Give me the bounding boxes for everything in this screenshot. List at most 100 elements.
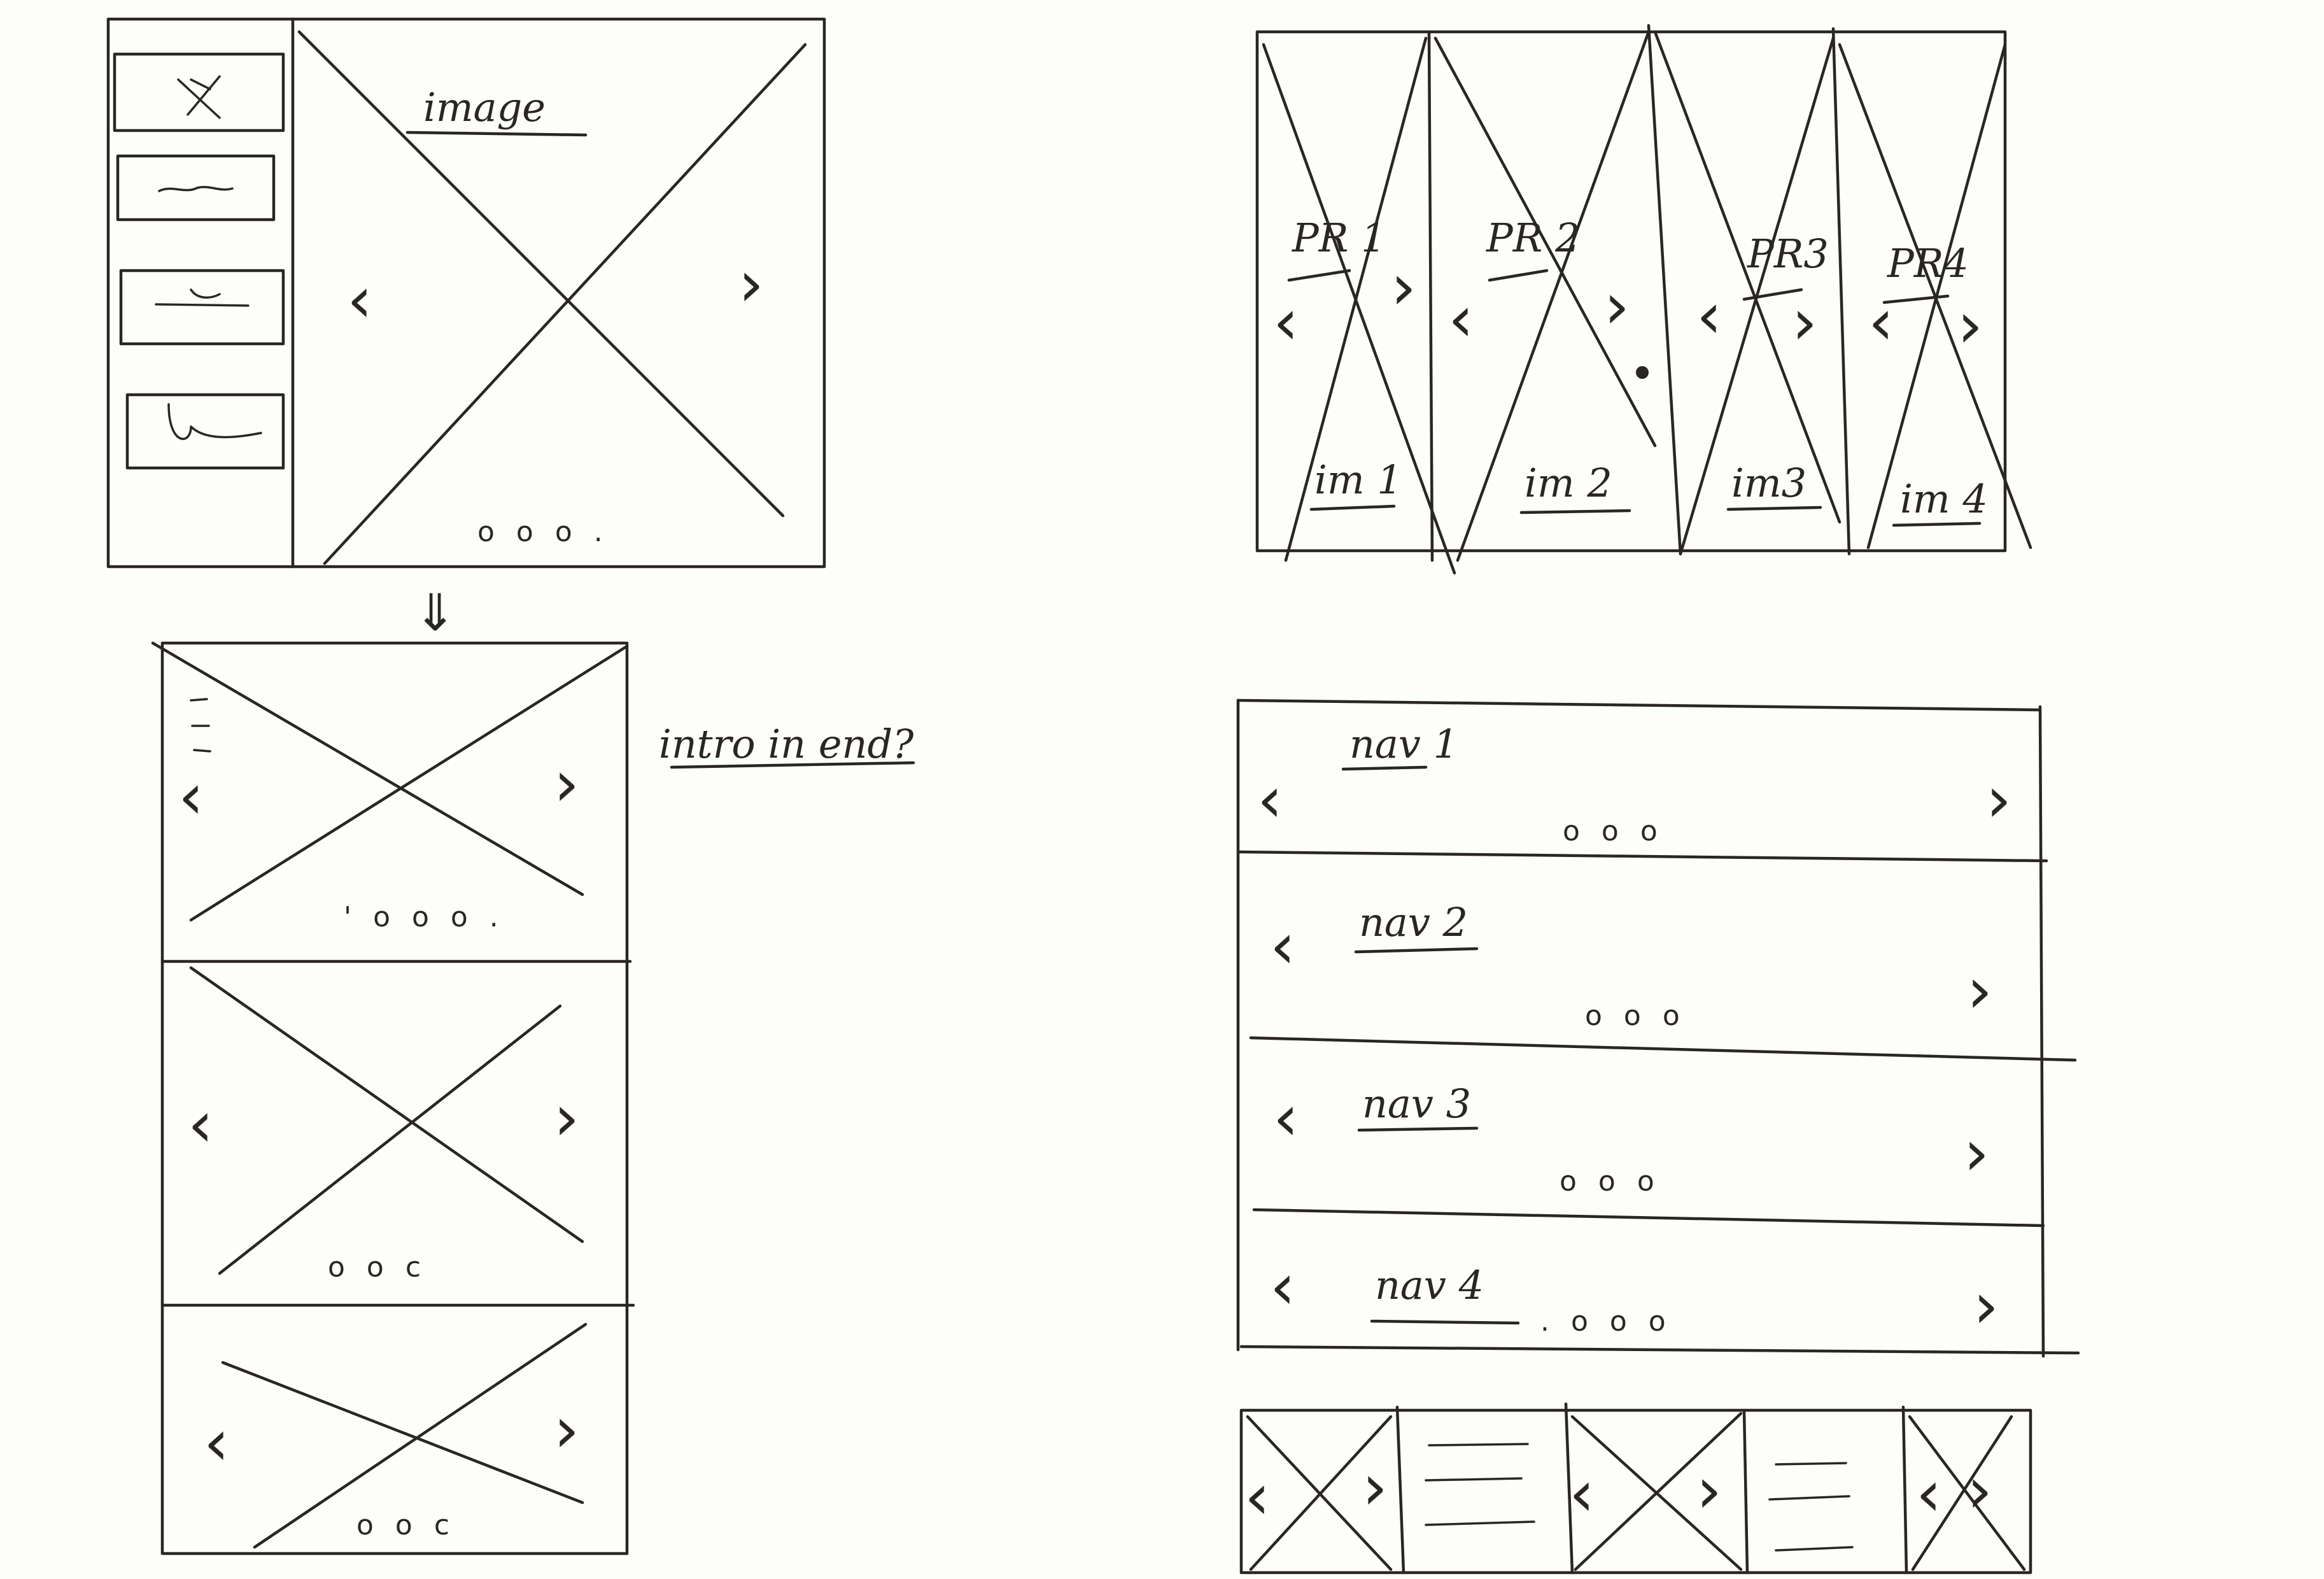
strip-image-2-next-arrow[interactable]: ›: [1696, 1453, 1722, 1527]
nav-row-4-prev-arrow[interactable]: ‹: [1270, 1249, 1295, 1324]
nav-row-2-underline: [1354, 947, 1479, 954]
slide-3-next-arrow[interactable]: ›: [554, 1392, 579, 1467]
nav-row-line-1: [1236, 850, 2048, 863]
panel-4-next-arrow[interactable]: ›: [1957, 288, 1983, 362]
strip-image-3-next-arrow[interactable]: ›: [1967, 1453, 1992, 1527]
slide-2-dots[interactable]: o o c: [328, 1251, 427, 1284]
panel-2-cross-2: [1456, 30, 1651, 562]
image-prev-arrow[interactable]: ‹: [347, 262, 372, 337]
strip-image-1[interactable]: ‹ ›: [1244, 1415, 1393, 1571]
wireframe-b: ‹ › ' o o o . ‹ › o o c ‹ › o o c: [151, 641, 635, 1555]
panel-1-cross-2: [1284, 36, 1428, 562]
nav-row-line-0: [1236, 698, 2042, 712]
wireframe-e: ‹ › ‹ › ‹ ›: [1239, 1402, 2032, 1575]
panel-3-title: PR3: [1747, 230, 1829, 277]
panel-1-prev-arrow[interactable]: ‹: [1273, 285, 1299, 359]
wireframe-c: PR 1 ‹ › im 1 PR 2 ‹ › im 2 PR3 ‹ › im3: [1255, 24, 2032, 575]
nav-row-1-next-arrow[interactable]: ›: [1986, 762, 2011, 837]
nav-row-4-label: nav 4: [1375, 1262, 1484, 1308]
panel-2-prev-arrow[interactable]: ‹: [1448, 281, 1474, 356]
image-label: image: [423, 84, 546, 131]
strip-image-2-prev-arrow[interactable]: ‹: [1569, 1456, 1595, 1531]
product-panel-4[interactable]: PR4 ‹ › im 4: [1838, 43, 2032, 549]
strip-divider-1: [1395, 1405, 1405, 1575]
nav-row-1-underline: [1341, 765, 1428, 771]
nav-row-2-label: nav 2: [1359, 899, 1468, 945]
nav-row-1-label: nav 1: [1349, 721, 1458, 767]
wireframe-b-frame: [160, 641, 629, 1555]
nav-row-1-dots[interactable]: o o o: [1563, 815, 1664, 847]
hamburger-icon[interactable]: [190, 698, 211, 753]
sidebar-thumb-3[interactable]: [119, 269, 285, 346]
wireframe-e-frame: [1239, 1408, 2032, 1575]
nav-row-line-4: [1239, 1345, 2080, 1355]
panel-1-next-arrow[interactable]: ›: [1391, 250, 1416, 324]
nav-row-4[interactable]: nav 4 ‹ › . o o o: [1270, 1249, 1999, 1343]
strip-divider-2: [1564, 1402, 1574, 1575]
product-panel-1[interactable]: PR 1 ‹ › im 1: [1262, 36, 1456, 575]
strip-image-1-prev-arrow[interactable]: ‹: [1244, 1459, 1270, 1534]
mobile-slide-3: ‹ › o o c: [204, 1322, 588, 1549]
slide-2-prev-arrow[interactable]: ‹: [188, 1087, 213, 1161]
panel-2-cross-1: [1433, 36, 1657, 448]
panel-2-caption: im 2: [1525, 460, 1612, 506]
nav-row-4-dots[interactable]: . o o o: [1540, 1305, 1672, 1338]
image-next-arrow[interactable]: ›: [738, 246, 764, 321]
strip-image-3-cross-2: [1911, 1415, 2013, 1571]
nav-row-3-label: nav 3: [1362, 1080, 1471, 1127]
panel-3-title-underline: [1742, 288, 1803, 301]
slide-2-next-arrow[interactable]: ›: [554, 1080, 579, 1155]
panel-4-prev-arrow[interactable]: ‹: [1868, 285, 1894, 359]
ink-blot: [1636, 366, 1649, 379]
nav-row-4-underline: [1370, 1319, 1520, 1325]
slide-1-next-arrow[interactable]: ›: [554, 746, 579, 821]
sidebar-thumb-2[interactable]: [116, 154, 276, 222]
product-panel-2[interactable]: PR 2 ‹ › im 2: [1433, 30, 1657, 562]
strip-image-1-next-arrow[interactable]: ›: [1362, 1450, 1388, 1524]
slide-1-prev-arrow[interactable]: ‹: [178, 759, 204, 833]
nav-row-3-prev-arrow[interactable]: ‹: [1273, 1080, 1299, 1155]
panel-4-title-underline: [1882, 294, 1950, 304]
panel-3-prev-arrow[interactable]: ‹: [1696, 278, 1722, 353]
nav-row-2-dots[interactable]: o o o: [1585, 1000, 1686, 1032]
slide-1-dots[interactable]: ' o o o .: [344, 901, 505, 933]
panel-1-caption: im 1: [1314, 457, 1402, 503]
panel-1-title-underline: [1287, 269, 1351, 282]
nav-row-2-prev-arrow[interactable]: ‹: [1270, 909, 1295, 983]
slide-3-dots[interactable]: o o c: [356, 1509, 456, 1541]
panel-2-next-arrow[interactable]: ›: [1604, 269, 1630, 343]
image-cross-1: [297, 30, 785, 518]
slide-2-cross-1: [189, 966, 584, 1243]
sidebar-thumb-2-sketch: [158, 186, 234, 192]
mobile-slide-2: ‹ › o o c: [188, 966, 584, 1284]
panel-2-caption-underline: [1519, 509, 1631, 514]
strip-text-2-lines: [1768, 1462, 1854, 1552]
strip-image-3-prev-arrow[interactable]: ‹: [1916, 1456, 1941, 1531]
image-label-underline: [405, 131, 588, 137]
strip-image-3[interactable]: ‹ ›: [1908, 1415, 2026, 1571]
product-panel-3[interactable]: PR3 ‹ › im3: [1653, 30, 1842, 556]
flow-down-arrow: ⇓: [414, 583, 456, 642]
panel-3-next-arrow[interactable]: ›: [1792, 285, 1817, 359]
sidebar-thumb-4[interactable]: [125, 393, 285, 470]
nav-row-3-dots[interactable]: o o o: [1560, 1165, 1661, 1198]
nav-row-3[interactable]: nav 3 ‹ › o o o: [1273, 1080, 1989, 1198]
slide-3-prev-arrow[interactable]: ‹: [204, 1405, 229, 1480]
nav-row-2-next-arrow[interactable]: ›: [1967, 953, 1992, 1028]
panel-divider-3: [1831, 27, 1851, 556]
nav-row-1[interactable]: nav 1 ‹ › o o o: [1257, 721, 2011, 847]
slide-1-cross-1: [151, 641, 584, 896]
strip-image-2[interactable]: ‹ ›: [1569, 1412, 1743, 1571]
nav-row-3-underline: [1357, 1126, 1479, 1132]
strip-divider-4: [1901, 1405, 1908, 1575]
image-pagination-dots[interactable]: o o o .: [477, 516, 609, 548]
nav-row-1-prev-arrow[interactable]: ‹: [1257, 762, 1283, 837]
sidebar-thumb-4-sketch: [167, 403, 262, 441]
nav-row-3-next-arrow[interactable]: ›: [1964, 1115, 1989, 1190]
panel-2-title-underline: [1488, 269, 1549, 282]
sidebar-thumb-1[interactable]: [113, 52, 285, 132]
sidebar-thumb-3-sketch: [155, 288, 250, 307]
nav-row-2[interactable]: nav 2 ‹ › o o o: [1270, 899, 1992, 1032]
nav-row-4-next-arrow[interactable]: ›: [1973, 1268, 1999, 1343]
